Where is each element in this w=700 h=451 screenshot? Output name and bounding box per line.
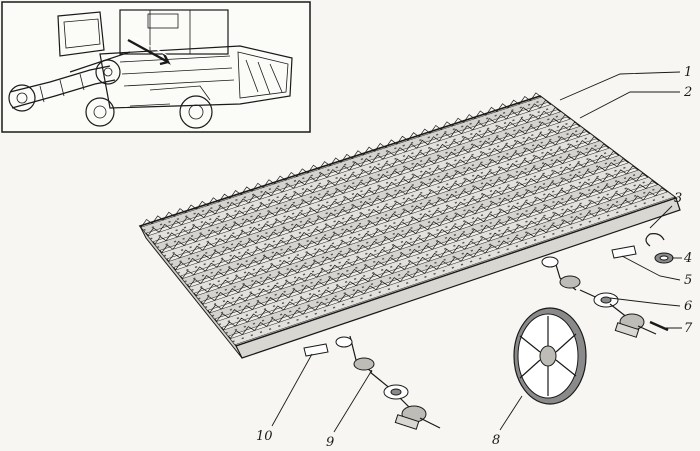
callout-4: 4 [683, 251, 692, 266]
inset-frame [1, 1, 311, 133]
louvre-teeth [195, 150, 620, 297]
louvre-teeth [147, 99, 552, 237]
sieve-frame-assembly [138, 92, 681, 359]
louvre-perforations [184, 144, 597, 283]
louvre-teeth [209, 165, 639, 314]
louvre-perforations [170, 130, 578, 266]
drive-pulley [513, 307, 587, 405]
louvre-teeth [140, 92, 542, 228]
leader-2 [579, 91, 680, 119]
louvre-perforations [163, 122, 568, 257]
washer [654, 252, 674, 264]
louvre-perforations [204, 166, 626, 309]
louvre-teeth [154, 107, 562, 245]
leader-9 [333, 369, 373, 433]
callout-3: 3 [674, 191, 682, 206]
shaft-bearing-left [394, 397, 441, 430]
louvre-perforations [211, 174, 636, 317]
leader-6 [609, 297, 681, 307]
louvre-teeth [175, 128, 591, 271]
pin [649, 320, 669, 332]
louvre-teeth [216, 172, 649, 322]
louvre-teeth [161, 114, 571, 254]
leader-3 [649, 205, 673, 229]
louvre-perforations [177, 137, 587, 274]
louvre-teeth [188, 143, 610, 288]
cotter-pin [645, 233, 665, 247]
leader-lines [271, 71, 682, 433]
leader-1 [559, 71, 681, 101]
callout-1: 1 [684, 65, 692, 80]
louvre-teeth [168, 121, 581, 262]
leader-10 [271, 353, 313, 427]
shaft-bearing-right [609, 303, 657, 338]
louvre-teeth [202, 158, 630, 305]
callout-5: 5 [684, 273, 692, 288]
louvre-perforations [198, 159, 616, 300]
callout-6: 6 [684, 299, 692, 314]
louvre-teeth [223, 180, 659, 331]
shim-plate-left [303, 343, 329, 357]
louvre-perforations [232, 196, 665, 343]
shim-plate-right [611, 245, 637, 259]
callout-numbers: 1 2 3 4 5 6 7 8 9 10 [256, 65, 693, 450]
louvre-teeth [181, 136, 600, 279]
callout-7: 7 [684, 321, 693, 336]
callout-9: 9 [326, 435, 334, 450]
louvre-perforations [150, 108, 549, 240]
leader-5 [621, 255, 681, 281]
louvre-perforations [156, 115, 559, 249]
hanger-bracket-left [335, 335, 409, 400]
callout-10: 10 [256, 429, 273, 444]
combine-harvester-illustration [8, 9, 293, 129]
louvre-perforations [225, 188, 655, 334]
callout-2: 2 [683, 85, 692, 100]
louvre-teeth [229, 187, 668, 339]
hanger-bracket-right [541, 256, 619, 308]
callout-8: 8 [492, 433, 500, 448]
louvre-perforations [218, 181, 645, 326]
louvre-rows [140, 92, 676, 346]
louvre-perforations [191, 152, 607, 291]
inset-locator [1, 1, 311, 133]
louvre-perforations [143, 101, 539, 231]
leader-8 [499, 395, 523, 431]
